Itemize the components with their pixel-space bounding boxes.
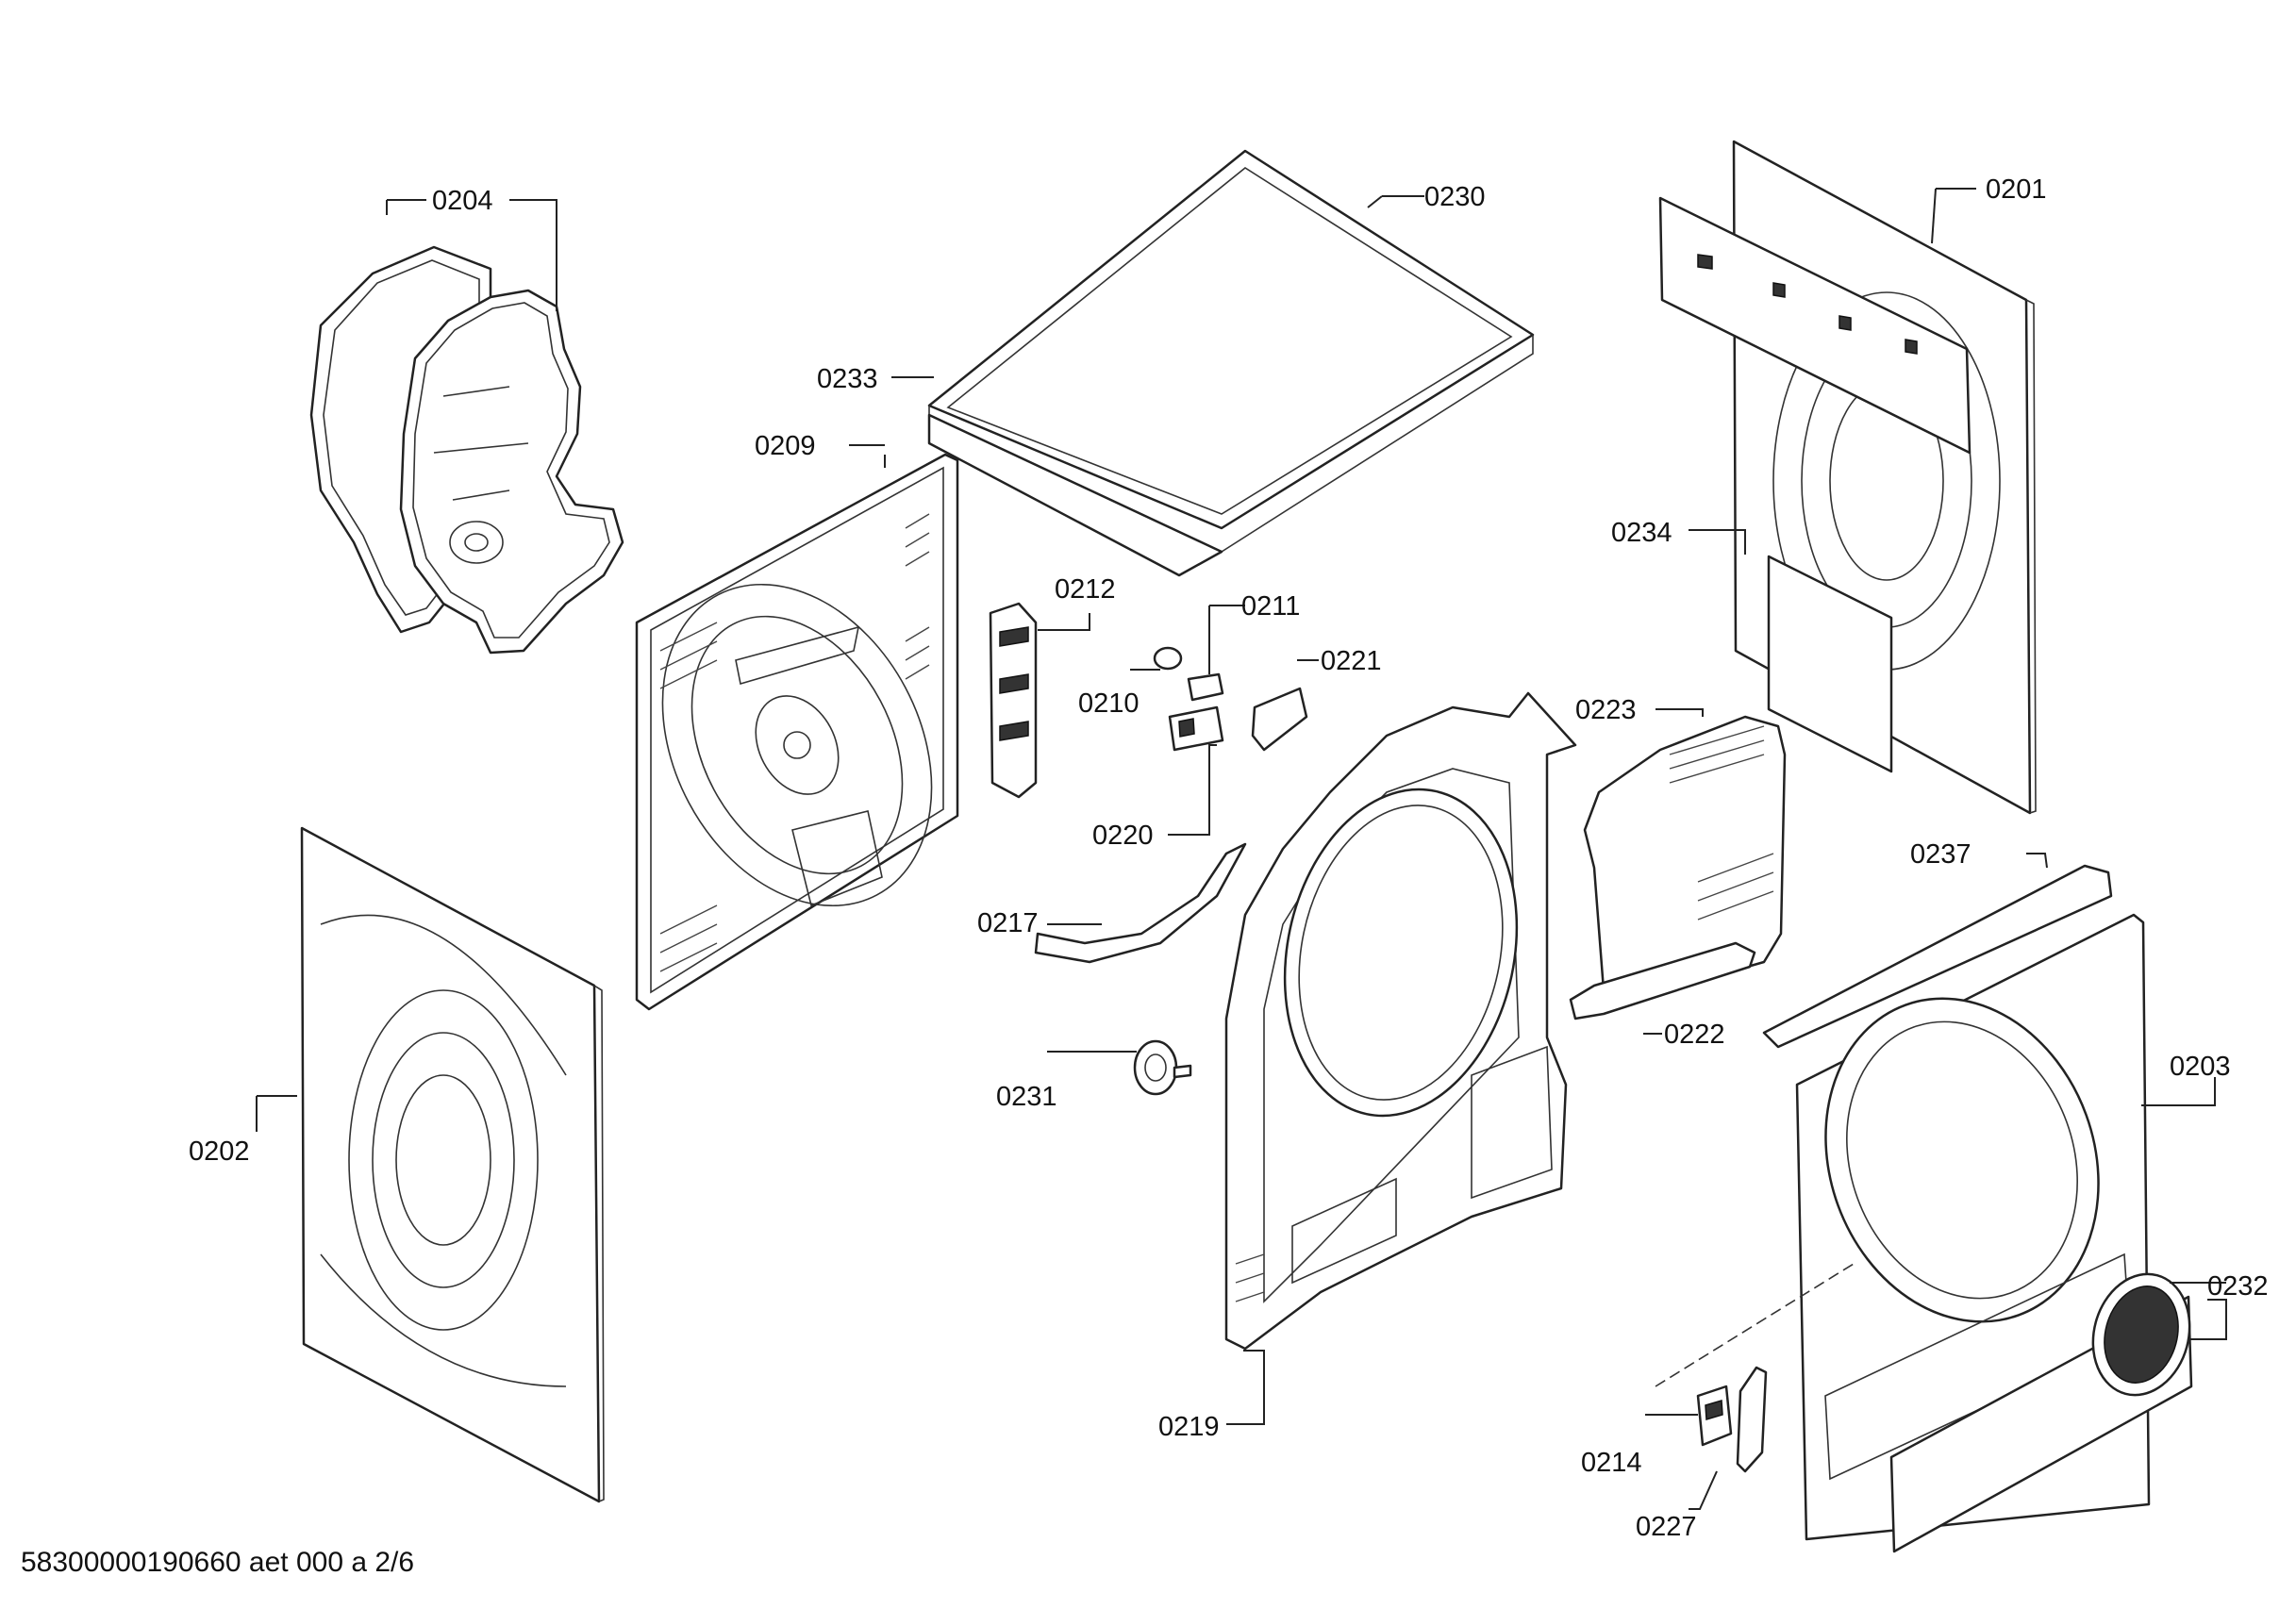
part-label-0219: 0219 (1158, 1412, 1220, 1442)
part-0223-drawing (1569, 715, 1787, 1020)
part-label-0232: 0232 (2207, 1271, 2269, 1302)
part-0227-drawing (1736, 1366, 1768, 1473)
part-label-0211: 0211 (1241, 591, 1300, 622)
part-0204-drawing (309, 245, 624, 655)
part-0221-drawing (1251, 687, 1308, 752)
part-0202-drawing (300, 826, 605, 1503)
part-0234-drawing (1767, 555, 1893, 773)
part-0219-drawing (1224, 691, 1577, 1351)
part-0209-drawing (635, 453, 959, 1011)
part-label-0212: 0212 (1055, 574, 1116, 605)
part-0230-drawing (927, 149, 1535, 577)
part-label-0217: 0217 (977, 908, 1039, 938)
part-label-0204: 0204 (432, 186, 493, 216)
document-reference: 58300000190660 aet 000 a 2/6 (21, 1547, 415, 1578)
part-label-0220: 0220 (1092, 821, 1154, 851)
part-label-0230: 0230 (1424, 182, 1486, 212)
part-0232-drawing (2091, 1272, 2191, 1397)
part-label-0237: 0237 (1910, 839, 1972, 870)
part-label-0214: 0214 (1581, 1448, 1642, 1478)
part-0210-drawing (1153, 646, 1183, 671)
part-label-0227: 0227 (1636, 1512, 1697, 1542)
part-0220-drawing (1168, 705, 1224, 752)
part-label-0223: 0223 (1575, 695, 1637, 725)
part-0217-drawing (1034, 842, 1247, 964)
part-label-0203: 0203 (2170, 1052, 2231, 1082)
part-0212-drawing (989, 602, 1038, 799)
part-label-0202: 0202 (189, 1136, 250, 1167)
part-label-0233: 0233 (817, 364, 878, 394)
part-label-0234: 0234 (1611, 518, 1672, 548)
part-label-0231: 0231 (996, 1082, 1057, 1112)
part-label-0221: 0221 (1321, 646, 1382, 676)
part-label-0210: 0210 (1078, 688, 1140, 719)
part-label-0222: 0222 (1664, 1020, 1725, 1050)
part-0203-drawing (1795, 913, 2193, 1553)
part-0237-drawing (1762, 864, 2113, 1049)
part-label-0209: 0209 (755, 431, 816, 461)
part-0231-drawing (1133, 1039, 1192, 1096)
part-0214-drawing (1696, 1385, 1733, 1447)
part-0211-drawing (1187, 672, 1224, 702)
part-label-0201: 0201 (1986, 174, 2047, 205)
